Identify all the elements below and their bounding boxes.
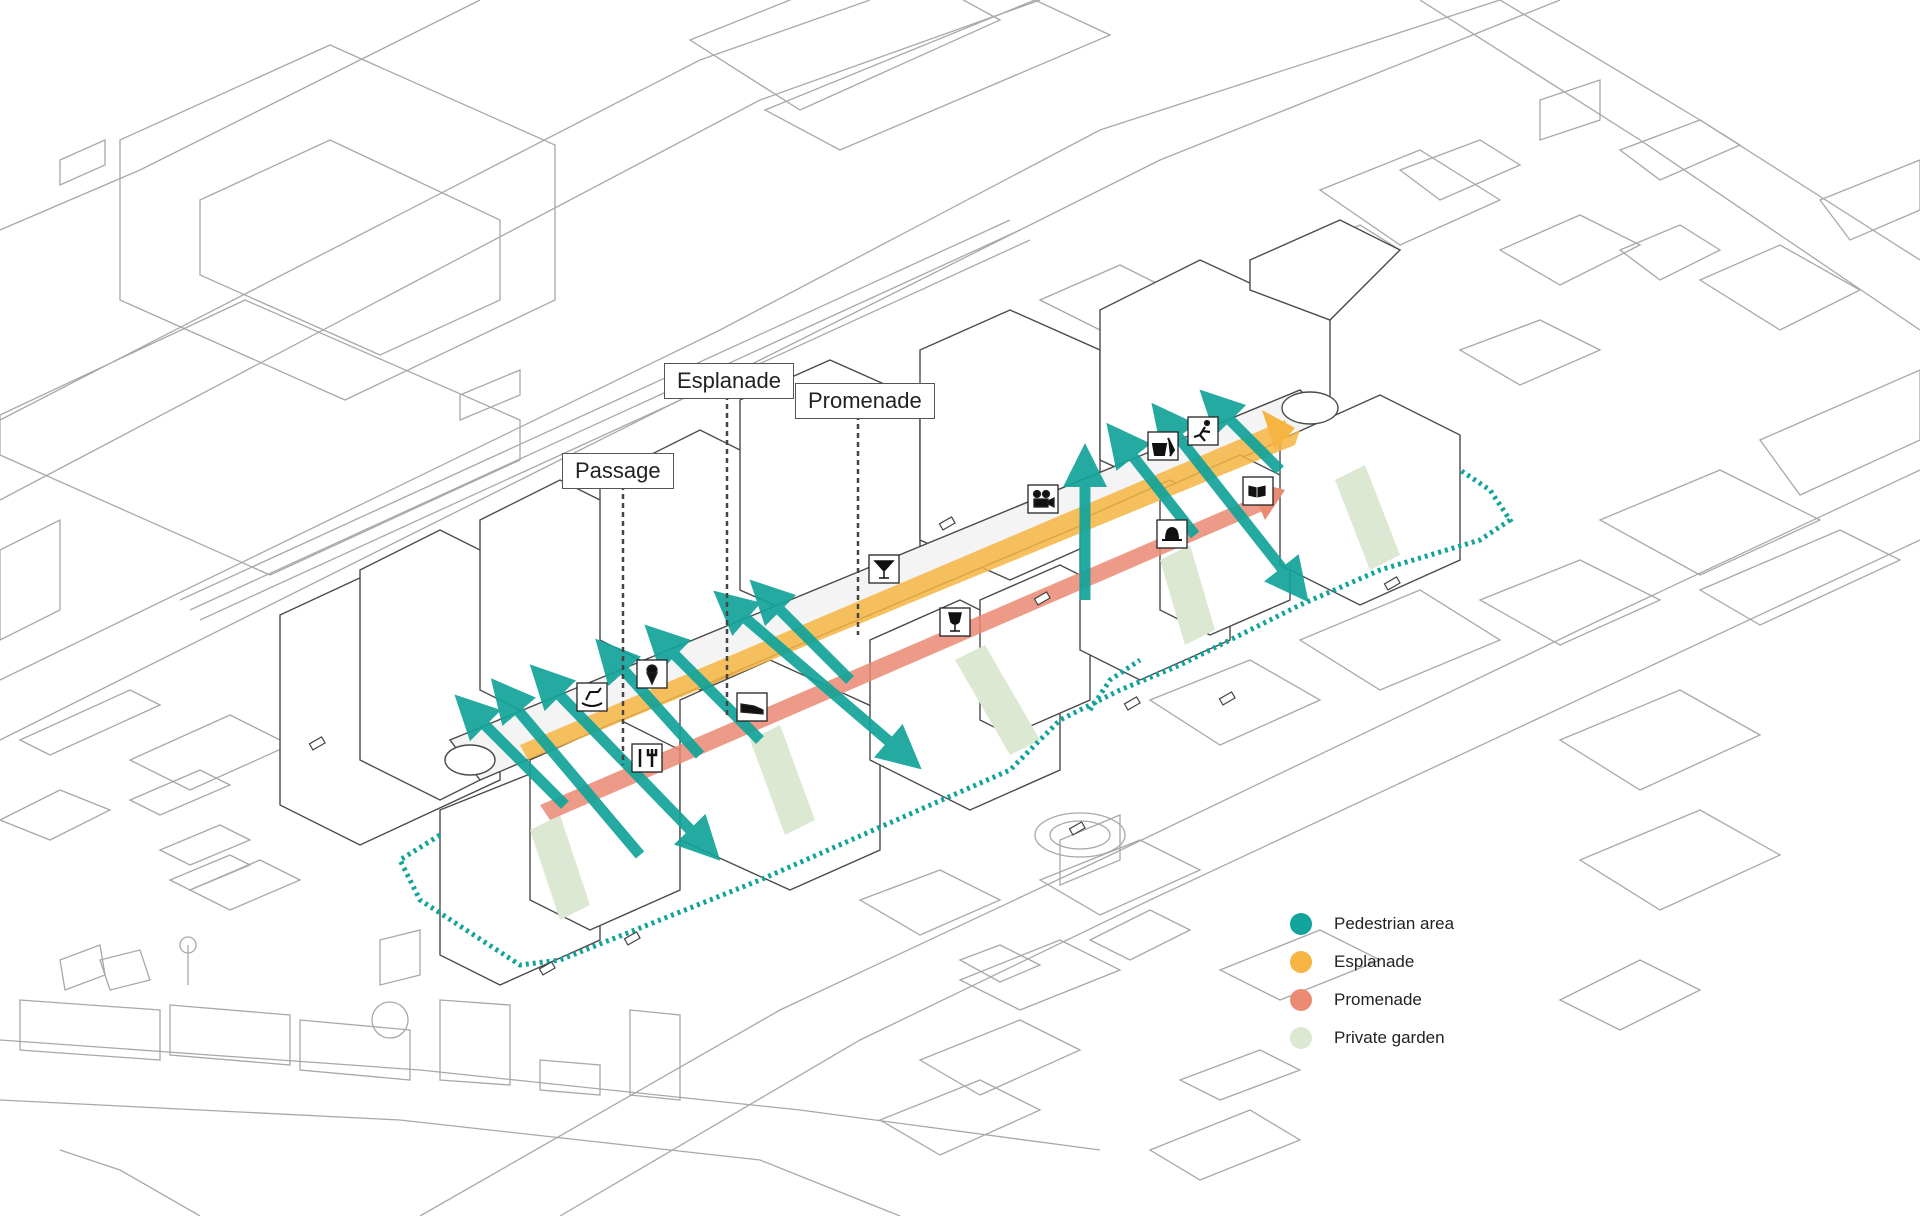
private-garden [955,645,1040,755]
promenade-label: Promenade [795,383,935,419]
legend-item-esplanade: Esplanade [1290,943,1550,981]
legend-label: Pedestrian area [1334,914,1455,933]
pedestrian-arrows [454,389,1309,861]
esplanade-label: Esplanade [664,363,794,399]
shopping-icon [1147,431,1179,461]
legend-item-pedestrian: Pedestrian area [1290,905,1550,943]
hat-icon [1156,519,1188,549]
film-camera-icon [1027,484,1059,514]
legend-swatch [1290,913,1312,935]
wine-glass-icon [939,607,971,637]
passage-label: Passage [562,453,674,489]
amenity-icons [576,416,1274,773]
legend-item-private-garden: Private garden [1290,1019,1550,1057]
running-icon [1187,416,1219,446]
pedestrian-arrow [749,579,854,684]
legend-label: Private garden [1334,1028,1445,1047]
pedestrian-arrow [529,664,721,861]
cutlery-icon [631,743,663,773]
legend-swatch [1290,1027,1312,1049]
pedestrian-arrow [1151,402,1309,603]
ice-cream-icon [636,659,668,689]
pedestrian-arrow [1199,389,1284,474]
pedestrian-arrow [595,638,705,759]
book-icon [1242,476,1274,506]
pedestrian-loop [1087,657,1142,712]
cocktail-icon [868,554,900,584]
shoe-icon [736,692,768,722]
cars [308,516,1401,976]
legend-label: Esplanade [1334,952,1415,971]
rocking-horse-icon [576,682,608,712]
legend-item-promenade: Promenade [1290,981,1550,1019]
legend-label: Promenade [1334,990,1422,1009]
legend-swatch [1290,989,1312,1011]
legend: Pedestrian area Esplanade Promenade Priv… [1290,905,1550,1057]
private-garden [1335,465,1400,570]
pedestrian-arrow [713,590,922,770]
callout-leaders [621,395,860,765]
legend-swatch [1290,951,1312,973]
